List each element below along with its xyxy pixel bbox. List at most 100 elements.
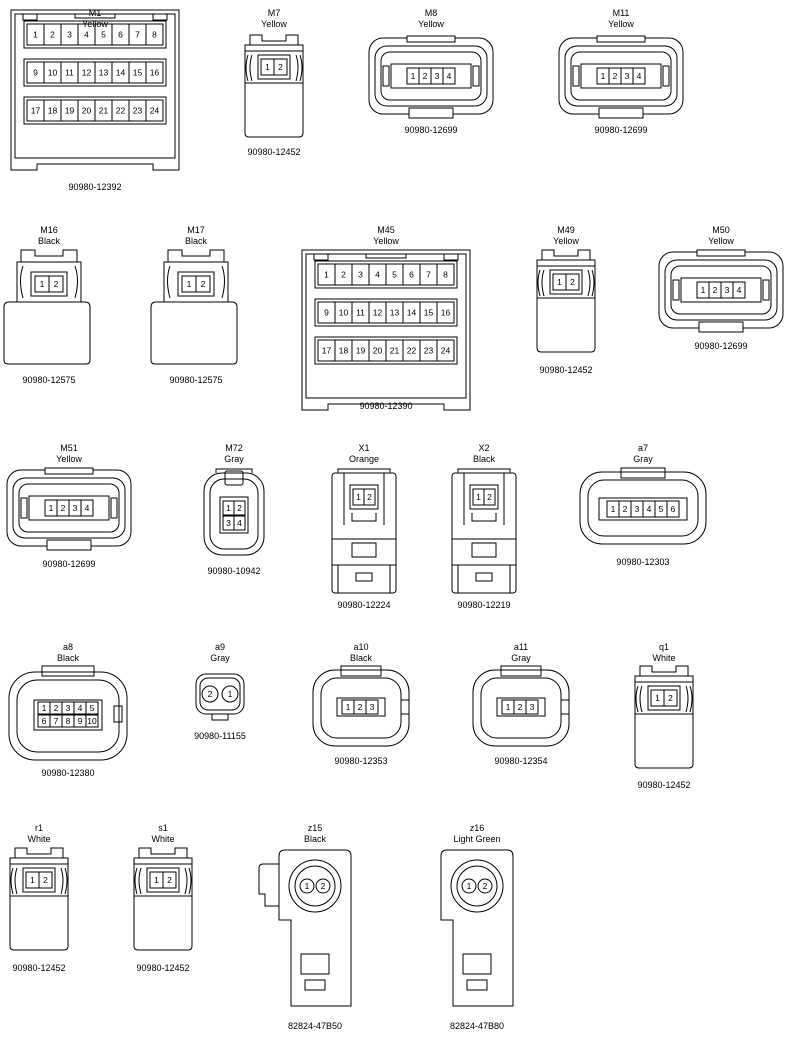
connector-color: Black <box>184 236 208 246</box>
pin-number: 3 <box>226 518 231 528</box>
pin-number: 13 <box>390 308 400 318</box>
part-number: 90980-12452 <box>539 365 593 375</box>
pin-cavity <box>145 23 164 46</box>
pin-number: 14 <box>116 68 126 78</box>
connector-code: M1 <box>88 8 102 18</box>
pin-cavity <box>233 500 246 516</box>
pin-number: 1 <box>701 285 706 295</box>
connector-color: Yellow <box>608 19 634 29</box>
connector-code: q1 <box>658 642 670 652</box>
pin-number: 23 <box>424 346 434 356</box>
pin-number: 17 <box>31 106 41 116</box>
pin-number: 5 <box>90 703 95 713</box>
part-number: 90980-12452 <box>12 963 66 973</box>
pin-number: 1 <box>324 270 329 280</box>
pin-number: 5 <box>659 504 664 514</box>
connector-color: Yellow <box>261 19 287 29</box>
pin-number: 2 <box>358 702 363 712</box>
part-number: 90980-12354 <box>494 756 548 766</box>
pin-cavity <box>85 701 99 715</box>
pin-number: 2 <box>237 503 242 513</box>
pin-number: 18 <box>339 346 349 356</box>
connector-code: M45 <box>377 225 395 235</box>
pin-number: 3 <box>435 71 440 81</box>
pin-number: 1 <box>557 277 562 287</box>
pin-number: 3 <box>530 702 535 712</box>
pin-number: 4 <box>637 71 642 81</box>
pin-number: 1 <box>411 71 416 81</box>
pin-number: 4 <box>737 285 742 295</box>
connector-color: Black <box>349 653 373 663</box>
pin-number: 1 <box>476 492 481 502</box>
pin-number: 2 <box>367 492 372 502</box>
part-number: 90980-12699 <box>694 341 748 351</box>
pin-number: 3 <box>635 504 640 514</box>
part-number: 90980-12353 <box>334 756 388 766</box>
connector-color: Orange <box>348 454 380 464</box>
pin-number: 1 <box>33 30 38 40</box>
connector-color: White <box>151 834 175 844</box>
pin-number: 11 <box>65 68 74 78</box>
connector-code: M49 <box>557 225 575 235</box>
pin-number: 2 <box>570 277 575 287</box>
pin-cavity <box>436 339 455 362</box>
part-number: 90980-12390 <box>359 401 413 411</box>
pin-cavity <box>363 488 376 506</box>
pin-cavity <box>273 58 288 76</box>
connector-code: a11 <box>513 642 529 652</box>
pin-number: 6 <box>42 716 47 726</box>
pin-cavity <box>483 488 496 506</box>
pin-number: 3 <box>66 703 71 713</box>
pin-cavity <box>48 275 64 293</box>
pin-number: 2 <box>208 689 213 699</box>
pin-number: 13 <box>99 68 109 78</box>
pin-number: 15 <box>133 68 143 78</box>
connector-color: Gray <box>210 653 230 663</box>
pin-number: 4 <box>447 71 452 81</box>
connector-code: M11 <box>612 8 630 18</box>
connector-color: Light Green <box>453 834 501 844</box>
pin-number: 2 <box>423 71 428 81</box>
pin-cavity <box>732 281 746 299</box>
pin-cavity <box>663 689 678 707</box>
connector-code: M51 <box>60 443 78 453</box>
part-number: 90980-12224 <box>337 600 391 610</box>
pin-number: 4 <box>237 518 242 528</box>
connector-code: X2 <box>478 443 490 453</box>
pin-number: 1 <box>226 503 231 513</box>
pin-number: 1 <box>601 71 606 81</box>
part-number: 90980-12575 <box>22 375 76 385</box>
pin-number: 10 <box>339 308 349 318</box>
pin-number: 1 <box>265 62 270 72</box>
connector-code: z16 <box>469 823 485 833</box>
pin-number: 1 <box>42 703 47 713</box>
pin-cavity <box>436 301 455 324</box>
pin-number: 2 <box>54 703 59 713</box>
part-number: 90980-12699 <box>404 125 458 135</box>
connector-color: Yellow <box>553 236 579 246</box>
pin-cavity <box>85 714 99 728</box>
pin-number: 14 <box>407 308 417 318</box>
pin-number: 5 <box>392 270 397 280</box>
pin-cavity <box>632 67 646 85</box>
pin-number: 6 <box>409 270 414 280</box>
pin-cavity <box>525 699 539 715</box>
connector-code: M8 <box>424 8 438 18</box>
pin-cavity <box>195 275 211 293</box>
pin-number: 23 <box>133 106 143 116</box>
pin-number: 2 <box>61 503 66 513</box>
pin-number: 1 <box>506 702 511 712</box>
pin-cavity <box>442 67 456 85</box>
pin-number: 2 <box>483 881 488 891</box>
pin-number: 2 <box>167 875 172 885</box>
pin-number: 15 <box>424 308 434 318</box>
